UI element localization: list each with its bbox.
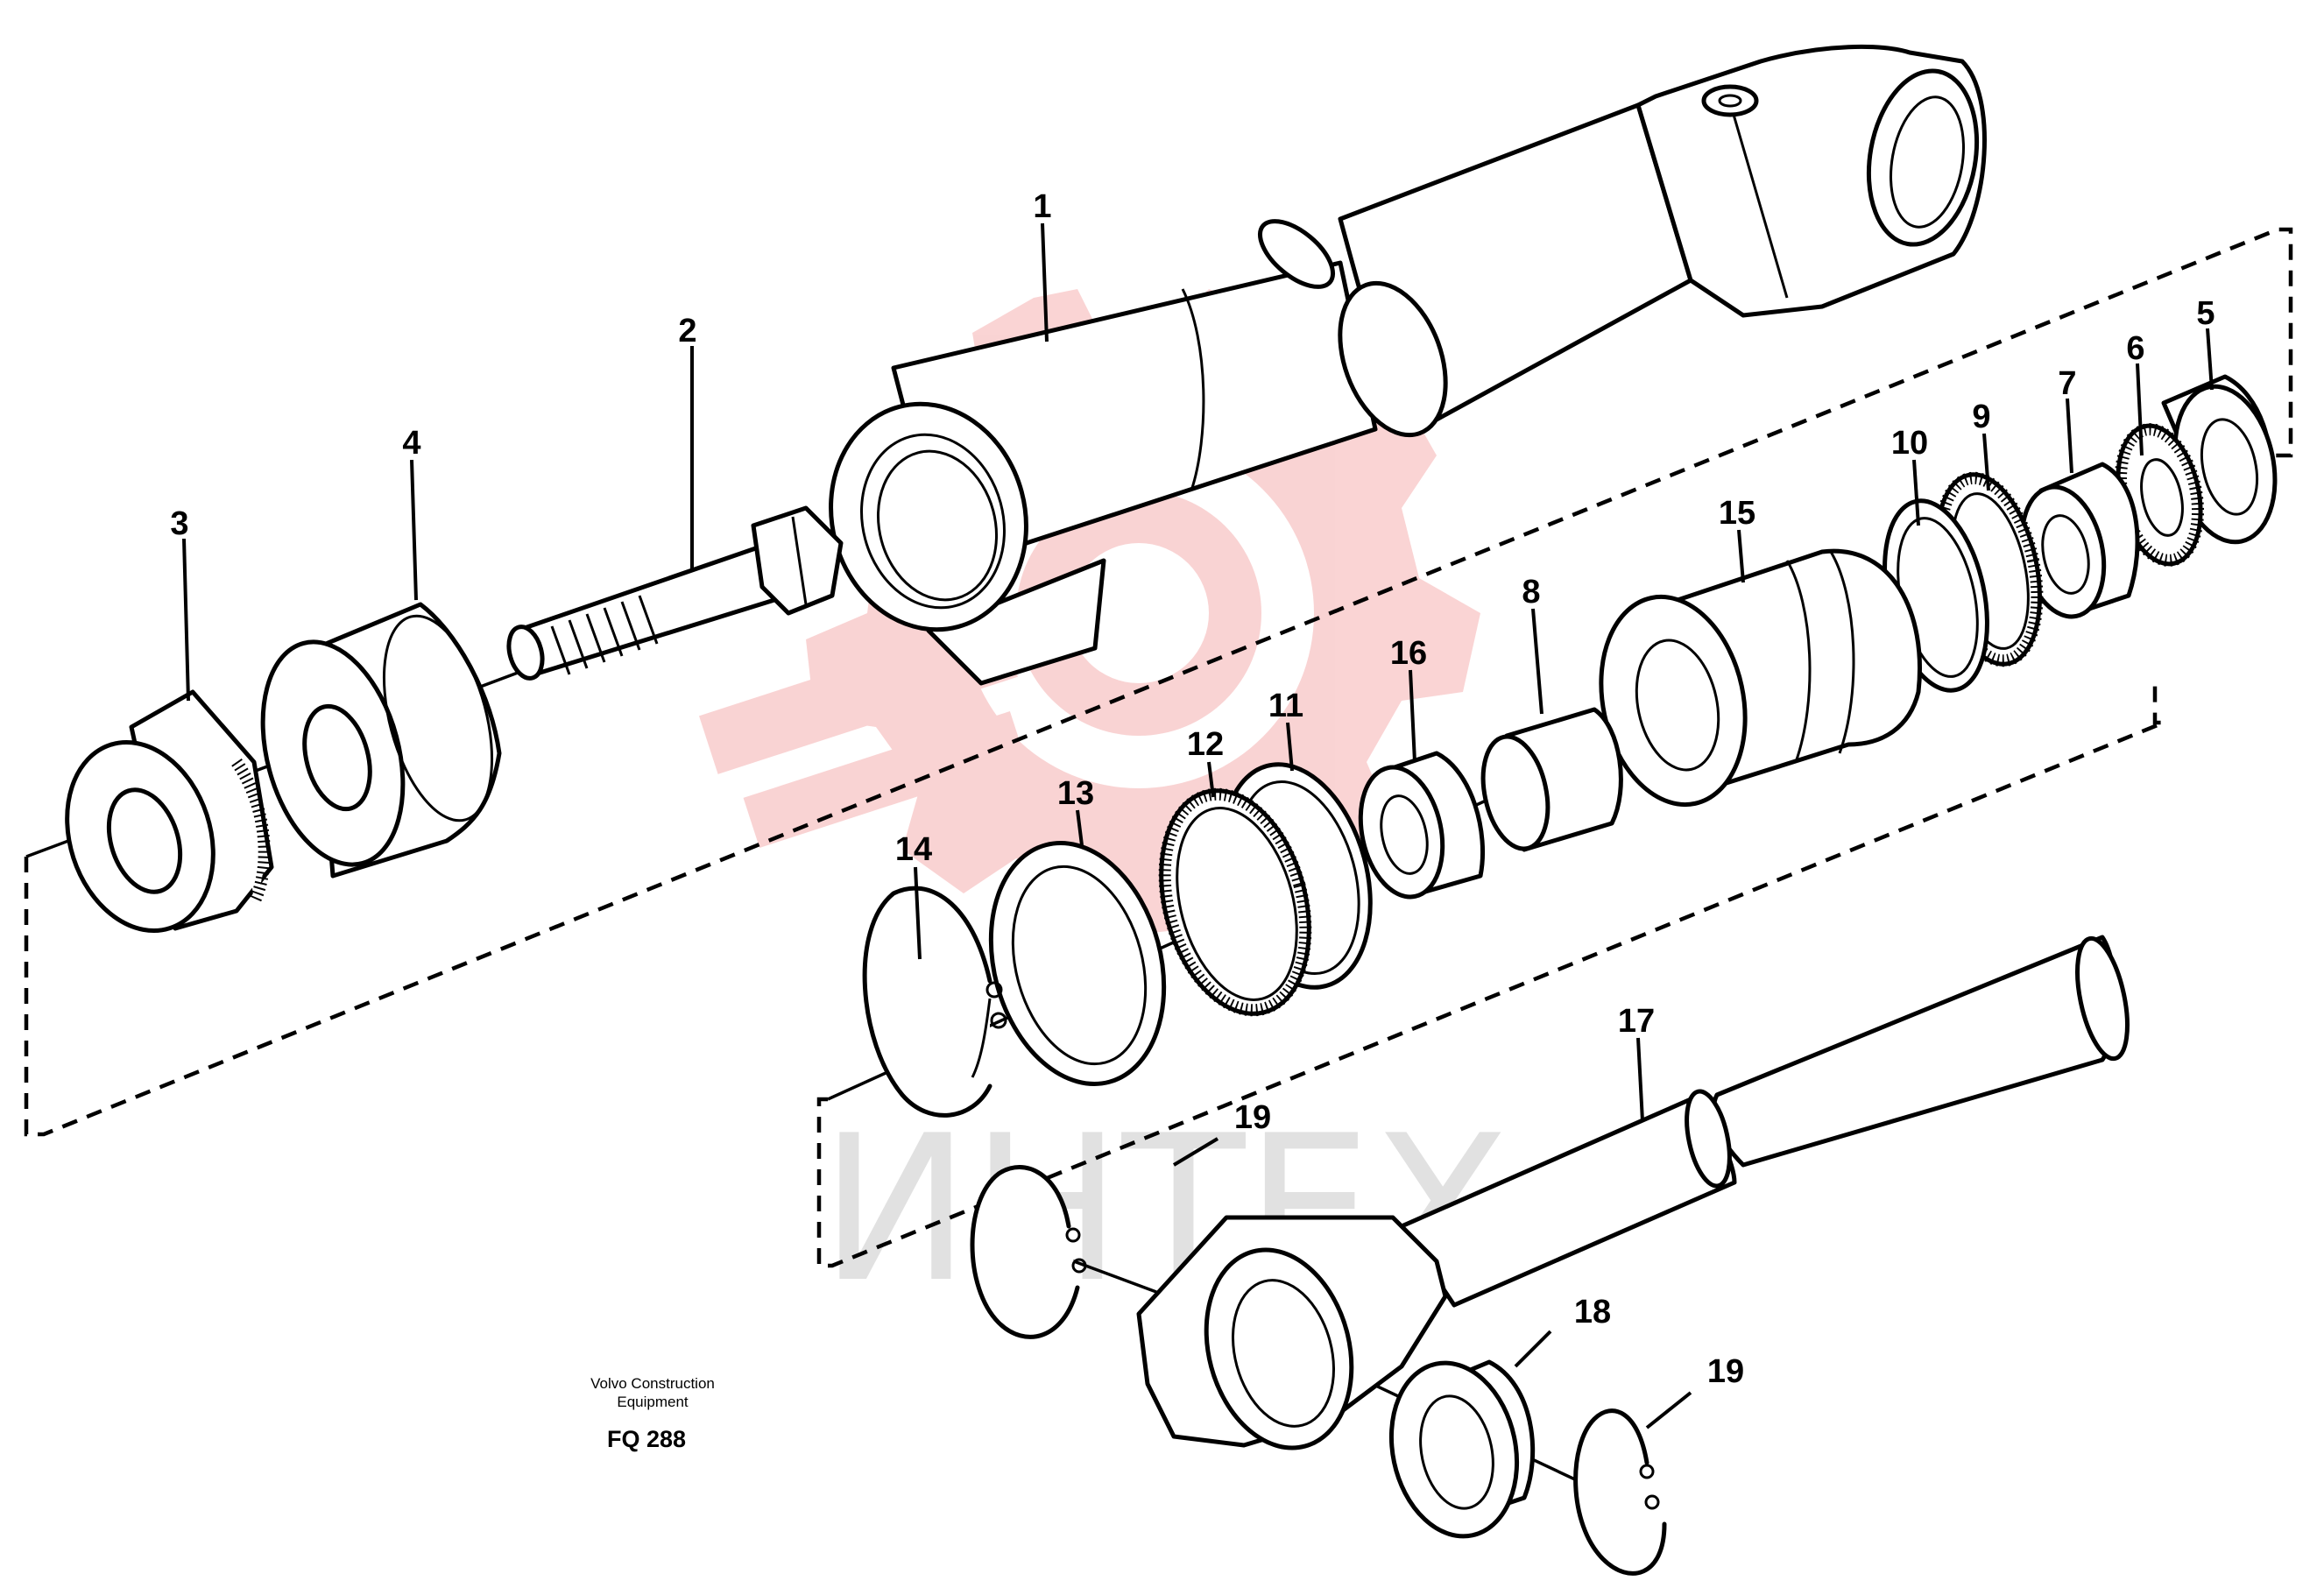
callout-15: 15 (1719, 495, 1755, 532)
callout-12: 12 (1187, 726, 1224, 763)
caption-manufacturer-line2: Equipment (617, 1394, 689, 1410)
callout-1: 1 (1033, 188, 1051, 225)
callout-7: 7 (2058, 365, 2076, 402)
callout-16: 16 (1390, 635, 1427, 672)
part-17-piston-rod (1136, 935, 2130, 1450)
part-16-nut (1358, 751, 1486, 900)
upper-assembly-boundary (24, 227, 2293, 1137)
part-13-ring (988, 841, 1167, 1086)
callout-11: 11 (1268, 688, 1303, 724)
callout-19-lower: 19 (1707, 1353, 1744, 1390)
callout-8: 8 (1522, 574, 1540, 610)
callout-3: 3 (170, 505, 188, 542)
part-18-bearing (1388, 1359, 1536, 1539)
figure-code: FQ 288 (607, 1426, 686, 1452)
part-19-circlip-upper (970, 1165, 1087, 1339)
callout-17: 17 (1618, 1003, 1655, 1040)
callout-2: 2 (678, 313, 696, 349)
caption-manufacturer-line1: Volvo Construction (590, 1375, 715, 1392)
leader-lines (182, 222, 2214, 1429)
part-14-circlip (862, 886, 1007, 1118)
callout-10: 10 (1891, 425, 1928, 462)
callout-5: 5 (2196, 295, 2215, 332)
callout-13: 13 (1057, 775, 1094, 812)
part-7-bushing (2019, 462, 2140, 619)
part-8-sleeve (1480, 707, 1623, 852)
part-12-ring (1158, 787, 1312, 1017)
part-3-end-cap (65, 689, 274, 933)
callout-4: 4 (402, 425, 420, 462)
part-15-piston-head (1599, 548, 1922, 808)
part-4-piston (260, 602, 502, 879)
part-1-cylinder-barrel (829, 44, 1987, 686)
callout-14: 14 (895, 831, 932, 868)
part-2-tie-rod (506, 505, 844, 681)
lower-assembly-boundary (816, 681, 2165, 1268)
callout-9: 9 (1972, 399, 1990, 435)
part-19-circlip-lower (1573, 1408, 1667, 1576)
callout-6: 6 (2126, 330, 2144, 367)
callout-18: 18 (1574, 1294, 1611, 1330)
part-6-seal (2114, 423, 2205, 567)
callout-19-upper: 19 (1234, 1099, 1271, 1136)
